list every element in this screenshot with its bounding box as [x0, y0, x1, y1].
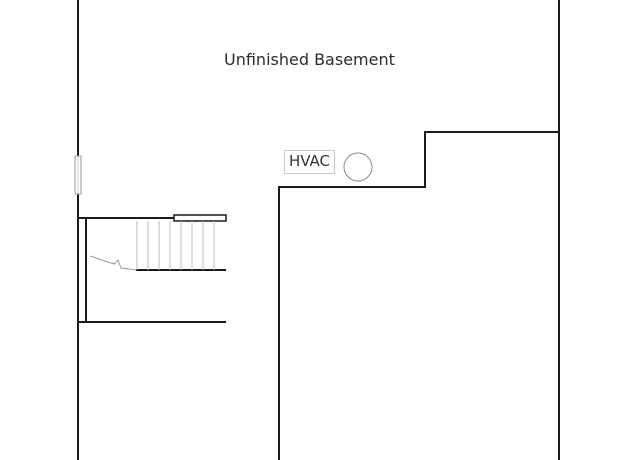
stair-enclosure	[78, 217, 226, 323]
stair-treads	[136, 221, 215, 270]
hvac-label: HVAC	[284, 150, 335, 174]
exterior-walls	[77, 0, 560, 460]
hvac-unit-icon	[343, 152, 373, 182]
room-label-unfinished-basement: Unfinished Basement	[224, 50, 395, 69]
stair-break-line	[89, 255, 137, 271]
stair-handrail	[173, 214, 227, 222]
left-wall-window	[74, 155, 82, 195]
finished-area-wall	[278, 131, 559, 460]
